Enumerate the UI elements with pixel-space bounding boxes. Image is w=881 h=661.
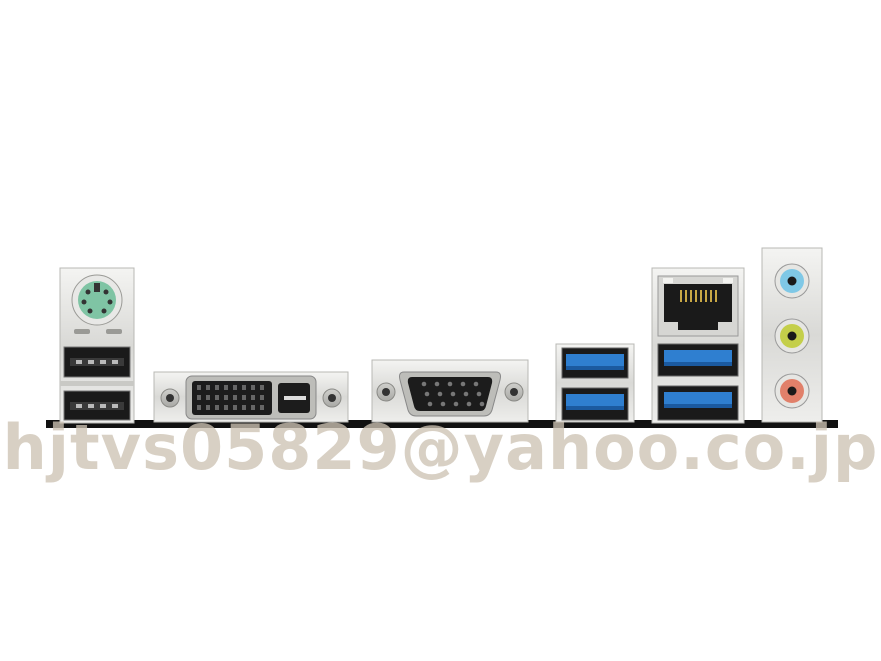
audio-jack-icon [774, 318, 810, 354]
usb-port-icon [63, 346, 131, 378]
audio-jack-icon [774, 373, 810, 409]
lan-usb3-stack [651, 267, 745, 424]
board-edge [46, 420, 838, 428]
vga-port-icon [371, 359, 529, 423]
usb3-port-icon [561, 387, 629, 421]
usb3-port-icon [561, 347, 629, 379]
dvi-port-icon [153, 371, 349, 423]
usb-port-icon [63, 390, 131, 421]
ps2-port-icon [71, 274, 123, 326]
audio-jack-stack [761, 247, 823, 423]
audio-jack-icon [774, 263, 810, 299]
usb3-stack [555, 343, 635, 423]
ps2-usb-stack [59, 267, 135, 424]
usb3-port-icon [657, 343, 739, 377]
rj45-port-icon [657, 275, 739, 337]
usb3-port-icon [657, 385, 739, 421]
